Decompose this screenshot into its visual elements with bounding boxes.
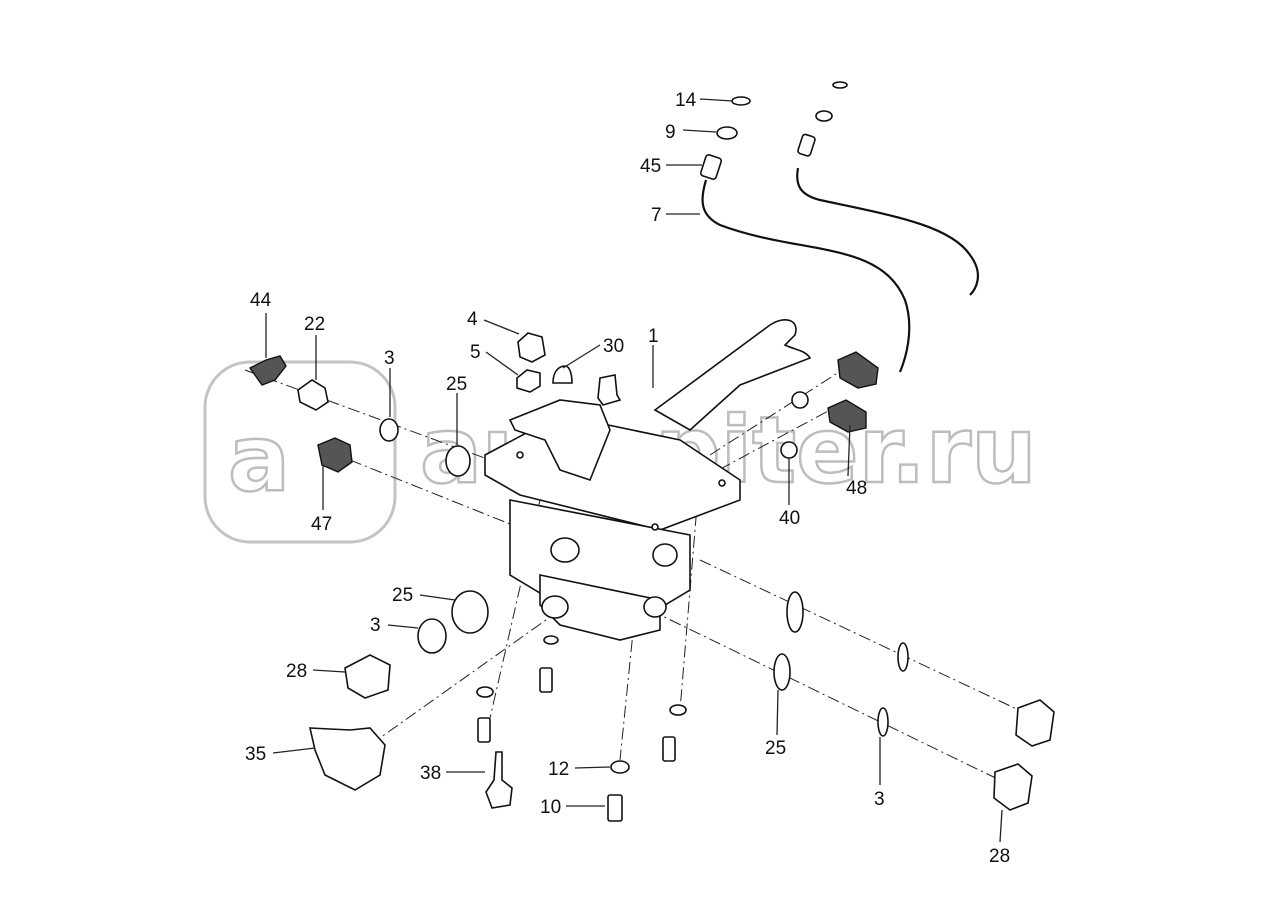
callout-47: 47 — [311, 514, 332, 535]
watermark-logo-frame — [203, 360, 397, 544]
part-47-elbow — [317, 437, 353, 473]
callout-12: 12 — [548, 759, 569, 780]
callout-9: 9 — [665, 122, 676, 143]
part-5-nut — [516, 369, 541, 393]
valve-plate-hole-1 — [516, 451, 524, 459]
callout-labels: 14 9 45 7 44 22 3 4 5 30 1 25 47 48 40 2… — [245, 90, 1010, 867]
hose-right-sleeve — [797, 133, 816, 157]
hose-assembly-left — [699, 96, 911, 373]
callout-4: 4 — [467, 309, 478, 330]
part-4-cap — [517, 332, 546, 363]
washer-right — [669, 704, 687, 716]
part-28-plug-left — [344, 654, 391, 699]
callout-40: 40 — [779, 508, 800, 529]
part-14-washer — [731, 96, 751, 106]
valve-port-front — [550, 537, 580, 563]
callout-44: 44 — [250, 290, 272, 311]
bolt-left — [477, 717, 491, 743]
callout-25-left: 25 — [392, 585, 413, 606]
part-3-oring-right-lower — [877, 707, 889, 737]
part-40-ball-lower — [780, 441, 798, 459]
callout-3-right: 3 — [874, 789, 885, 810]
valve-pedal-lever — [653, 319, 812, 431]
hose-right-washer — [832, 81, 848, 89]
hose-right-tube — [796, 167, 980, 296]
part-3-oring-right-upper — [897, 642, 909, 672]
valve-port-side — [652, 543, 678, 567]
valve-upper-bracket — [508, 399, 611, 481]
callout-25-upper: 25 — [446, 374, 467, 395]
part-40-ball-upper — [791, 391, 809, 409]
part-35-drain-valve — [308, 727, 386, 791]
part-10-bolt — [607, 794, 623, 822]
valve-plate-hole-3 — [651, 523, 659, 531]
part-1-brake-valve — [484, 319, 812, 641]
watermark-logo-letter: a — [228, 405, 290, 512]
callout-1: 1 — [648, 326, 659, 347]
callout-10: 10 — [540, 797, 561, 818]
callout-30: 30 — [603, 336, 624, 357]
valve-port-lower — [541, 595, 569, 619]
callout-22: 22 — [304, 314, 325, 335]
valve-port-lower-right — [643, 596, 667, 618]
callout-45: 45 — [640, 156, 661, 177]
bolt-center — [539, 667, 553, 693]
callout-35: 35 — [245, 744, 266, 765]
callout-3-upper: 3 — [384, 348, 395, 369]
callout-25-right: 25 — [765, 738, 786, 759]
callout-5: 5 — [470, 342, 481, 363]
part-48-elbow-upper — [837, 351, 879, 389]
part-30-plug — [552, 365, 573, 384]
washer-left — [476, 686, 494, 698]
leader-lines — [265, 98, 1003, 843]
valve-top-fitting — [597, 374, 622, 406]
part-3-oring-left — [417, 618, 447, 654]
washer-center — [543, 635, 559, 645]
part-48-elbow-lower — [827, 399, 867, 433]
callout-7: 7 — [651, 205, 662, 226]
callout-38: 38 — [420, 763, 441, 784]
part-25-seal-right-upper — [786, 591, 804, 633]
part-22-adapter — [297, 379, 329, 411]
part-7-hose — [701, 179, 911, 373]
callout-48: 48 — [846, 478, 867, 499]
part-12-washer — [610, 760, 630, 774]
part-38-sensor — [485, 751, 513, 809]
callout-3-left: 3 — [370, 615, 381, 636]
callout-14: 14 — [675, 90, 697, 111]
part-28-plug-right-lower — [993, 763, 1033, 811]
part-28-plug-right-upper — [1015, 699, 1055, 747]
part-45-sleeve — [699, 154, 723, 180]
hose-right-nut — [815, 110, 833, 122]
callout-28-right: 28 — [989, 846, 1010, 867]
callout-28-left: 28 — [286, 661, 307, 682]
hose-assembly-right — [796, 81, 980, 296]
bolt-right — [662, 736, 676, 762]
part-3-oring-upper — [379, 418, 399, 442]
part-25-seal-left — [451, 590, 489, 634]
part-9-nut — [716, 126, 738, 140]
part-44-elbow — [248, 355, 287, 386]
valve-plate-hole-2 — [718, 479, 726, 487]
part-25-seal-right-lower — [773, 653, 791, 691]
part-25-seal-upper — [445, 445, 471, 477]
